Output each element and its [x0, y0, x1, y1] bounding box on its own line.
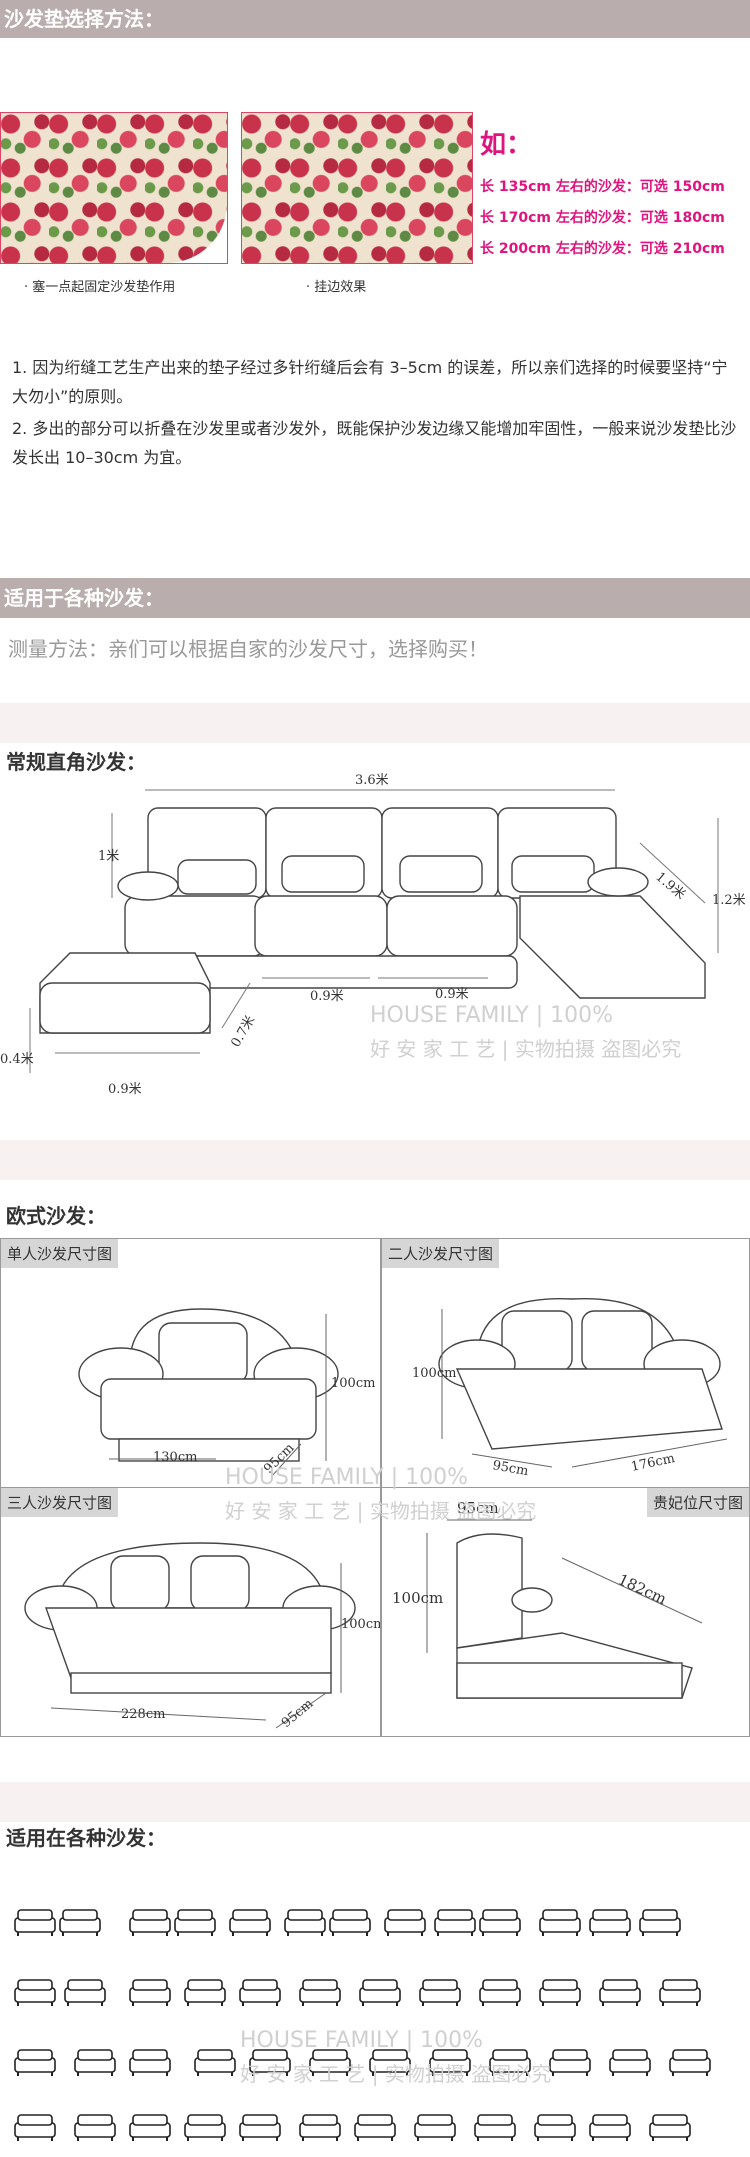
triple-depth: 95cm [279, 1696, 316, 1731]
chaise-height: 100cm [392, 1589, 443, 1607]
double-height: 100cm [412, 1366, 456, 1381]
single-sofa-drawing: 100cm 130cm 95cm [78, 1308, 375, 1478]
single-width: 130cm [153, 1450, 197, 1465]
panel-triple-title: 三人沙发尺寸图 [1, 1488, 119, 1517]
section-header-suitable: 适用于各种沙发： [0, 578, 750, 618]
caption-hanging-edge: · 挂边效果 [306, 280, 367, 295]
dim-ottoman-w: 0.9米 [108, 1082, 142, 1097]
example-line-2: 长 170cm 左右的沙发：可选 180cm [480, 210, 725, 226]
watermark-1: HOUSE FAMILY | 100% [370, 1003, 614, 1028]
double-sofa-drawing: 100cm 95cm 176cm [412, 1298, 728, 1479]
photo-hanging-edge [241, 112, 473, 264]
example-line-3: 长 200cm 左右的沙发：可选 210cm [480, 241, 725, 257]
dim-top: 3.6米 [355, 773, 389, 788]
caption-tuck-in: · 塞一点起固定沙发垫作用 [24, 280, 176, 295]
sofa-icons-grid [14, 1909, 711, 2142]
dim-right: 1.2米 [712, 893, 746, 908]
dim-seat-1: 0.9米 [310, 989, 344, 1004]
watermark-2: HOUSE FAMILY | 100% [225, 1465, 469, 1490]
example-line-1: 长 135cm 左右的沙发：可选 150cm [480, 179, 725, 195]
band-corner [0, 703, 750, 743]
watermark-1b: 好 安 家 工 艺 | 实物拍摄 盗图必究 [370, 1037, 682, 1061]
chaise-width: 95cm [457, 1499, 499, 1517]
panel-chaise: 贵妃位尺寸图 95cm 100cm 182cm [381, 1487, 750, 1737]
watermark-3: HOUSE FAMILY | 100% [240, 2028, 484, 2053]
dim-ottoman-h: 0.4米 [0, 1052, 34, 1067]
dim-ottoman-d: 0.7米 [228, 1013, 258, 1050]
section-header-selection: 沙发垫选择方法： [0, 0, 750, 38]
various-sofas-title: 适用在各种沙发： [6, 1826, 166, 1850]
double-depth: 95cm [491, 1458, 529, 1479]
chaise-drawing: 95cm 100cm 182cm [392, 1499, 703, 1699]
corner-sofa-diagram: 3.6米 1米 1.9米 1.2米 0.9米 0.9米 0.4米 0.7米 0.… [0, 773, 746, 1097]
single-height: 100cm [331, 1376, 375, 1391]
band-section3 [0, 1782, 750, 1822]
panel-double: 二人沙发尺寸图 100cm 95cm 176cm [381, 1238, 750, 1488]
photo-tuck-in [0, 112, 228, 264]
dim-left: 1米 [98, 849, 119, 864]
band-euro [0, 1140, 750, 1180]
triple-width: 228cm [121, 1707, 165, 1722]
panel-chaise-title: 贵妃位尺寸图 [646, 1488, 749, 1517]
dim-diag: 1.9米 [652, 870, 687, 903]
corner-sofa-title: 常规直角沙发： [6, 750, 146, 774]
icons-row-2 [14, 1979, 701, 2007]
euro-sofa-title: 欧式沙发： [6, 1204, 106, 1228]
double-width: 176cm [630, 1451, 677, 1475]
panel-triple: 三人沙发尺寸图 100cm 228cm 95cm [0, 1487, 381, 1737]
paragraph-2: 2. 多出的部分可以折叠在沙发里或者沙发外，既能保护沙发边缘又能增加牢固性，一般… [12, 419, 737, 467]
dim-seat-2: 0.9米 [435, 987, 469, 1002]
triple-height: 100cm [341, 1617, 380, 1632]
panel-double-title: 二人沙发尺寸图 [382, 1239, 500, 1268]
chaise-length: 182cm [615, 1570, 669, 1608]
paragraph-1: 1. 因为绗缝工艺生产出来的垫子经过多针绗缝后会有 3–5cm 的误差，所以亲们… [12, 358, 728, 406]
watermark-2b: 好 安 家 工 艺 | 实物拍摄 盗图必究 [225, 1499, 537, 1523]
example-heading: 如： [480, 130, 533, 160]
triple-sofa-drawing: 100cm 228cm 95cm [24, 1542, 380, 1731]
measure-method: 测量方法：亲们可以根据自家的沙发尺寸，选择购买！ [8, 637, 488, 661]
panel-single: 单人沙发尺寸图 100cm 130cm 95cm [0, 1238, 381, 1488]
watermark-3b: 好 安 家 工 艺 | 实物拍摄 盗图必究 [240, 2062, 552, 2086]
panel-single-title: 单人沙发尺寸图 [1, 1239, 119, 1268]
icons-row-1 [14, 1909, 681, 1937]
icons-row-4 [14, 2114, 691, 2142]
